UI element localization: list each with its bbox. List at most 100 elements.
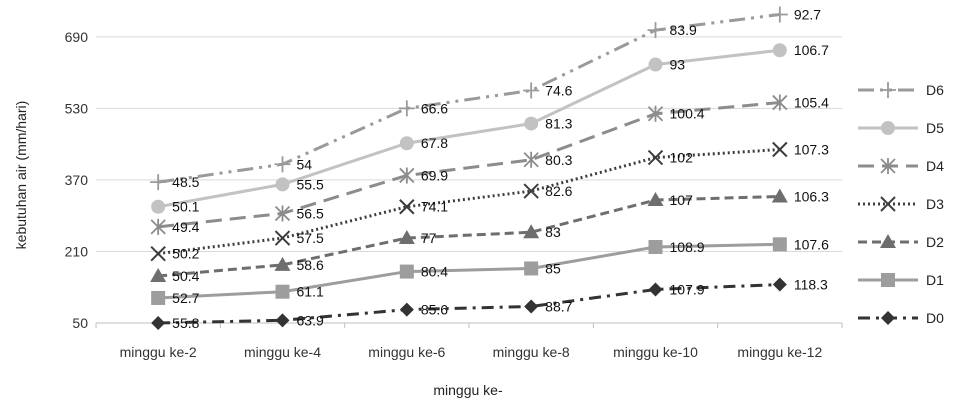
x-tick-label: minggu ke-12 [737, 344, 822, 360]
data-label: 88.7 [545, 298, 572, 314]
data-label: 77 [421, 230, 437, 246]
y-axis-title: kebutuhan air (mm/hari) [13, 101, 29, 250]
legend-marker [880, 234, 896, 248]
data-point [772, 43, 787, 58]
legend-label: D4 [926, 158, 944, 174]
data-point [523, 82, 540, 99]
data-point [523, 224, 540, 239]
data-label: 93 [670, 57, 686, 73]
data-point [150, 174, 167, 191]
data-label: 69.9 [421, 167, 448, 183]
data-label: 82.6 [545, 183, 572, 199]
series-d2: 50.4 58.6 77 83 107 106.3 [150, 188, 829, 284]
data-label: 74.1 [421, 199, 448, 215]
data-label: 83 [545, 224, 561, 240]
data-label: 100.4 [670, 106, 705, 122]
x-tick-label: minggu ke-10 [613, 344, 698, 360]
y-tick-label: 210 [65, 243, 89, 259]
data-label: 56.5 [297, 205, 324, 221]
data-label: 50.1 [172, 199, 199, 215]
data-point [151, 290, 166, 305]
data-label: 50.2 [172, 246, 199, 262]
plot-series: 48.55466.674.683.992.750.155.567.881.393… [150, 6, 829, 331]
legend-marker [881, 311, 895, 325]
data-label: 58.6 [297, 257, 324, 273]
data-point [275, 177, 290, 192]
data-point [648, 239, 663, 254]
gridlines [96, 36, 842, 252]
data-label: 80.3 [545, 152, 572, 168]
data-label: 66.6 [421, 100, 448, 116]
data-point [772, 237, 787, 252]
data-label: 50.4 [172, 268, 199, 284]
legend-label: D5 [926, 120, 944, 136]
legend-marker [880, 82, 896, 98]
data-label: 55.8 [172, 315, 199, 331]
data-label: 107 [670, 192, 694, 208]
series-line [158, 101, 780, 229]
data-point [771, 188, 788, 203]
series-line [158, 283, 780, 325]
data-point [274, 256, 291, 271]
data-point [647, 105, 664, 122]
data-point [772, 277, 787, 292]
data-label: 61.1 [297, 284, 324, 300]
data-label: 106.3 [794, 188, 829, 204]
data-point [275, 284, 290, 299]
data-point [150, 245, 166, 262]
series-line [158, 242, 780, 300]
data-label: 63.9 [297, 312, 324, 328]
legend-label: D6 [926, 82, 944, 98]
data-label: 85 [545, 260, 561, 276]
series-line [157, 12, 781, 184]
legend-item-d1: D1 [858, 272, 944, 288]
legend-item-d5: D5 [858, 120, 944, 136]
data-label: 80.4 [421, 264, 448, 280]
data-point [648, 282, 663, 297]
data-point [523, 151, 539, 168]
legend-item-d6: D6 [858, 82, 944, 98]
x-tick-label: minggu ke-8 [493, 344, 570, 360]
legend-label: D1 [926, 272, 944, 288]
data-point [151, 316, 166, 330]
data-point [772, 141, 788, 158]
data-point [399, 302, 414, 317]
data-label: 108.9 [670, 239, 705, 255]
data-point [524, 299, 539, 314]
data-point [647, 149, 664, 166]
legend-marker [880, 196, 896, 212]
series-line [158, 194, 780, 278]
data-label: 92.7 [794, 6, 821, 22]
data-point [647, 22, 664, 39]
data-label: 107.3 [794, 142, 829, 158]
data-label: 107.9 [670, 281, 705, 297]
x-tick-label: minggu ke-4 [244, 344, 321, 360]
legend-item-d0: D0 [858, 310, 944, 326]
legend-label: D2 [926, 234, 944, 250]
data-label: 81.3 [545, 116, 572, 132]
legend-label: D0 [926, 310, 944, 326]
data-point [647, 192, 664, 207]
data-point [150, 218, 166, 235]
data-point [150, 268, 167, 283]
data-label: 54 [297, 156, 313, 172]
y-tick-label: 530 [65, 100, 89, 116]
data-point [524, 116, 539, 131]
data-point [151, 199, 166, 214]
data-label: 102 [670, 150, 694, 166]
y-tick-label: 690 [65, 29, 89, 45]
data-point [399, 167, 415, 184]
data-label: 107.6 [794, 236, 829, 252]
legend-marker [881, 121, 895, 135]
data-point [275, 313, 290, 328]
y-tick-label: 370 [65, 172, 89, 188]
x-tick-label: minggu ke-2 [120, 344, 197, 360]
data-label: 48.5 [172, 174, 199, 190]
